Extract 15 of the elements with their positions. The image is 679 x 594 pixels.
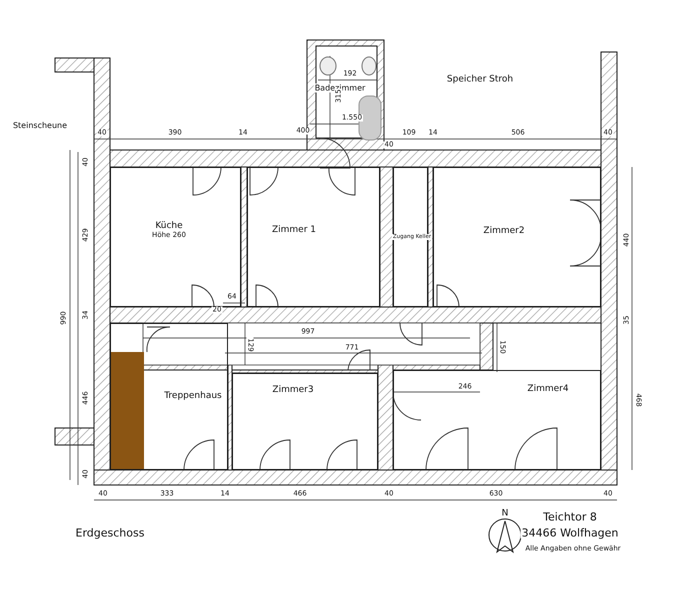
area-name: Steinscheune xyxy=(12,122,68,130)
room-outline xyxy=(433,167,601,307)
room-outline xyxy=(232,373,378,470)
room-outline xyxy=(110,167,241,307)
room-name: Zimmer4 xyxy=(526,384,570,394)
room-outline xyxy=(110,323,228,470)
plan-title: Erdgeschoss xyxy=(74,528,146,538)
room-outline xyxy=(247,167,380,307)
area-name: Speicher Stroh xyxy=(446,76,514,84)
room-name: Zimmer2 xyxy=(482,226,526,236)
room-name: Zimmer 1 xyxy=(270,225,318,235)
north-label: N xyxy=(500,510,510,518)
room-name: Zimmer3 xyxy=(271,385,315,395)
room-outline xyxy=(393,370,601,470)
room-name: Treppenhaus xyxy=(163,391,223,401)
